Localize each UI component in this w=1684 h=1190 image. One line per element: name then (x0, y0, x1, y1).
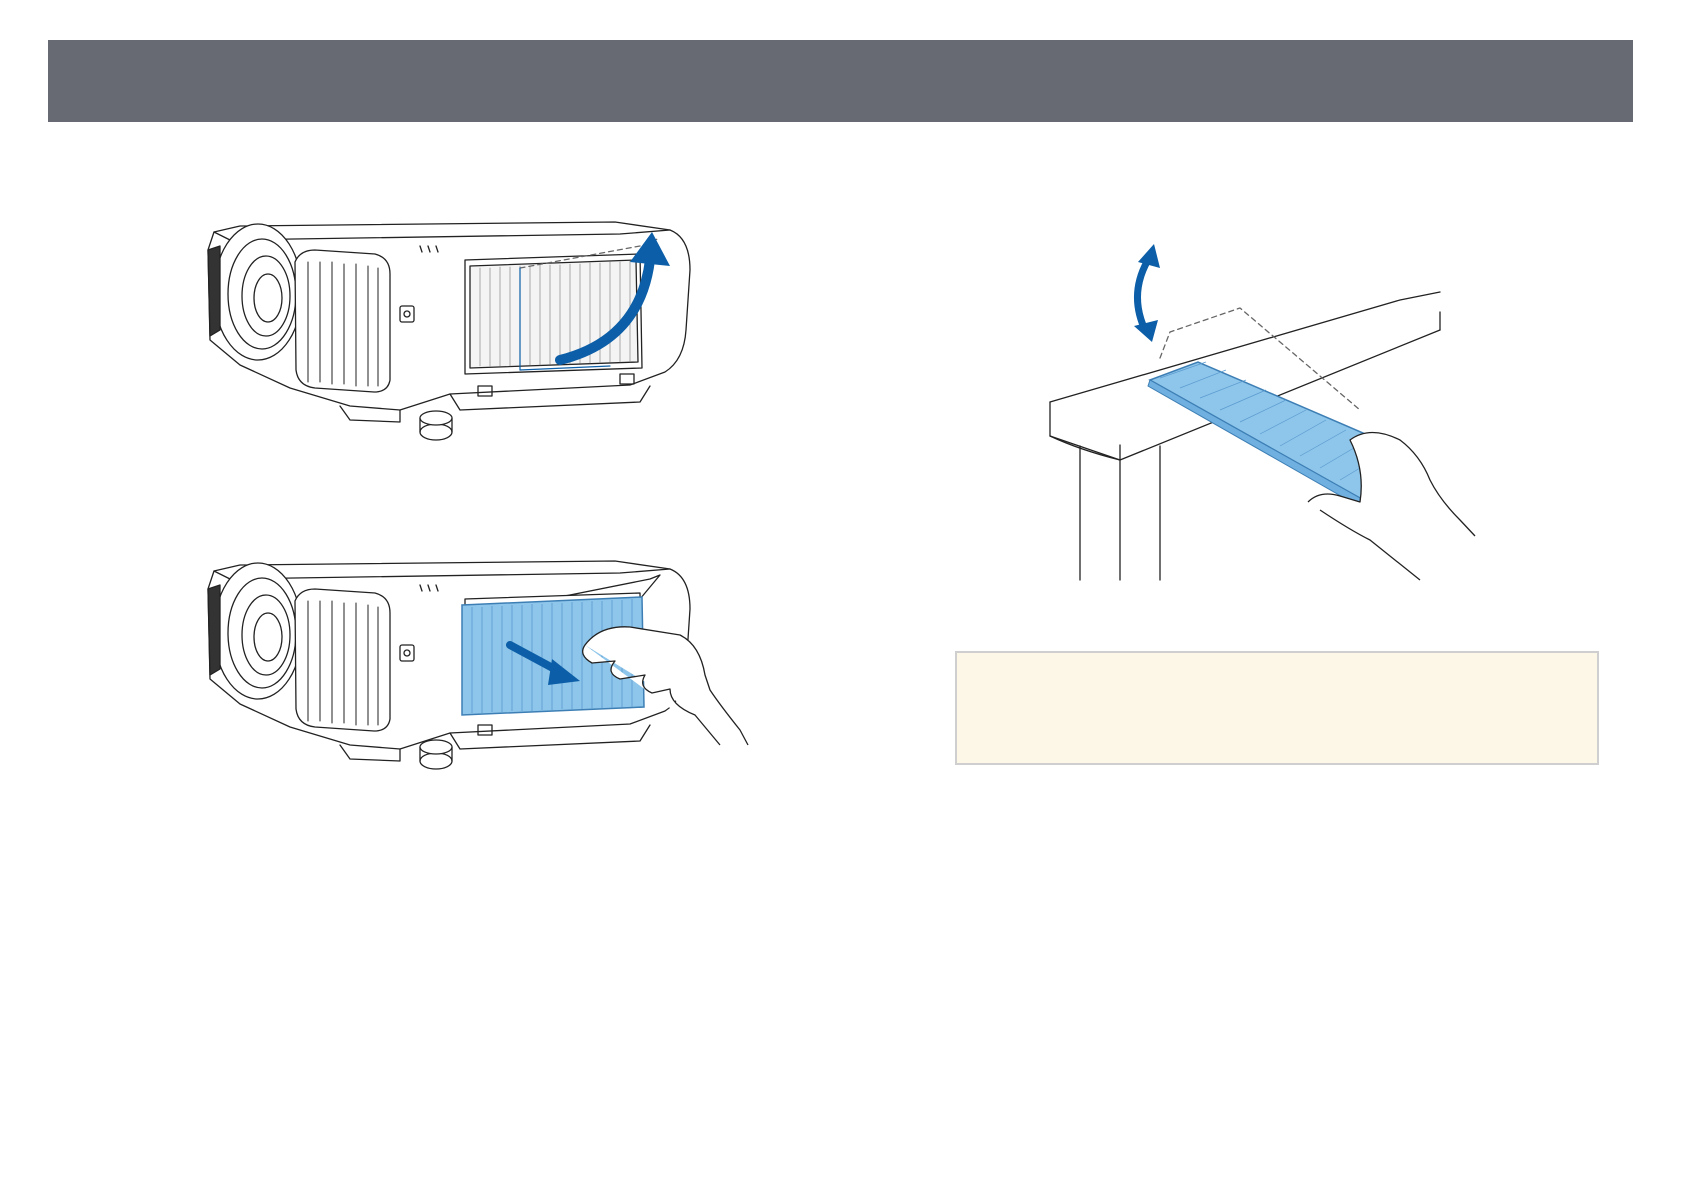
header-bar (48, 40, 1633, 122)
projector-open-cover-illustration (200, 210, 760, 460)
projector-remove-filter-illustration (200, 555, 760, 785)
note-box (955, 651, 1599, 765)
tap-filter-illustration (1020, 240, 1530, 590)
